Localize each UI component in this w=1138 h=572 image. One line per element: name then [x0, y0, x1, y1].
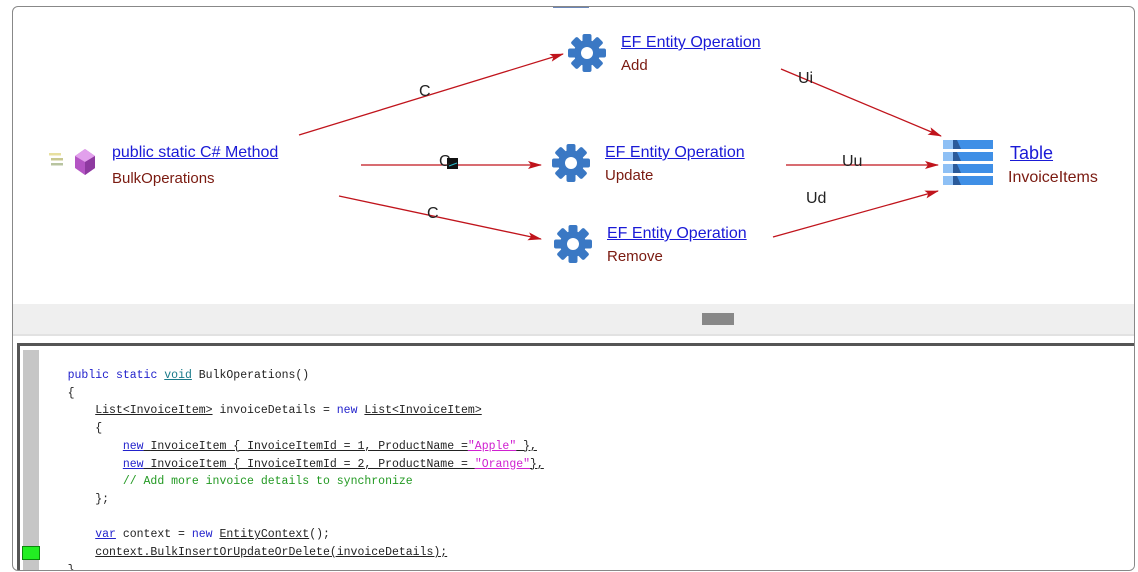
add-operation-link[interactable]: EF Entity Operation	[621, 34, 761, 51]
method-node-link[interactable]: public static C# Method	[112, 144, 279, 161]
edge-method-to-remove	[338, 195, 542, 241]
edge-add-to-table	[780, 68, 942, 137]
code-gutter	[23, 350, 39, 570]
code-line: // Add more invoice details to synchroni…	[122, 475, 413, 489]
update-operation-link[interactable]: EF Entity Operation	[605, 144, 745, 161]
current-line-marker	[22, 546, 40, 560]
gear-icon	[552, 144, 590, 182]
edge-label-update: C	[439, 153, 451, 170]
code-line: new InvoiceItem { InvoiceItemId = 1, Pro…	[122, 439, 537, 453]
edge-label-add: C	[419, 83, 431, 100]
code-line: List<InvoiceItem> invoiceDetails = new L…	[95, 404, 482, 418]
pane-splitter[interactable]	[13, 304, 1134, 336]
add-operation-name: Add	[621, 57, 648, 74]
edges-layer	[298, 53, 942, 241]
edge-label-uu: Uu	[842, 153, 863, 170]
method-node-name: BulkOperations	[112, 170, 215, 187]
dependency-graph-window: C C C Ui Uu Ud public static C# Method B…	[12, 6, 1135, 571]
table-node-link[interactable]: Table	[1010, 143, 1054, 163]
table-icon	[943, 140, 993, 185]
edge-method-to-add	[298, 53, 564, 136]
code-line: new InvoiceItem { InvoiceItemId = 2, Pro…	[122, 457, 544, 471]
update-operation-name: Update	[605, 167, 654, 184]
code-line: var context = new EntityContext();	[95, 528, 330, 542]
edge-label-ui: Ui	[798, 70, 814, 87]
code-line: };	[95, 492, 110, 506]
method-icon	[49, 149, 95, 175]
edge-label-remove: C	[427, 205, 439, 222]
edge-remove-to-table	[772, 190, 939, 238]
code-viewer[interactable]: public static void BulkOperations() { Li…	[17, 343, 1134, 571]
code-line: public static void BulkOperations()	[67, 369, 310, 382]
edge-label-ud: Ud	[806, 190, 827, 207]
code-line: }	[67, 563, 75, 571]
table-node-name: InvoiceItems	[1008, 169, 1098, 186]
remove-operation-name: Remove	[607, 248, 663, 265]
code-line: {	[95, 422, 103, 436]
gear-icon	[568, 34, 606, 72]
code-text: public static void BulkOperations() { Li…	[40, 367, 544, 571]
splitter-grip[interactable]	[702, 313, 734, 325]
gear-icon	[554, 225, 592, 263]
cut-off-node	[553, 7, 763, 9]
code-line: {	[67, 386, 75, 400]
edge-glyph-icon	[447, 158, 458, 169]
code-line: context.BulkInsertOrUpdateOrDelete(invoi…	[95, 546, 448, 560]
remove-operation-link[interactable]: EF Entity Operation	[607, 225, 747, 242]
code-line	[40, 509, 544, 527]
